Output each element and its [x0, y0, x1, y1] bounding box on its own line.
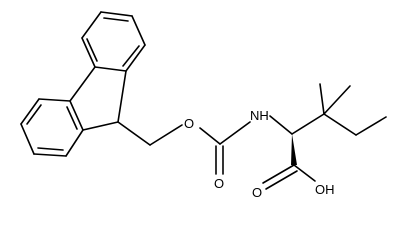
side-chain	[291, 83, 387, 136]
structure-svg: O O NH OH O	[20, 11, 387, 200]
nitrogen-label: NH	[250, 108, 269, 123]
carbamate-chain	[117, 115, 293, 175]
carboxylic-acid	[262, 164, 316, 190]
fluorene-lower-ring	[20, 98, 84, 157]
acid-hydroxyl-label: OH	[315, 182, 335, 197]
fluorene-upper-ring	[81, 11, 146, 72]
stereo-wedge-bond	[291, 134, 297, 165]
ester-oxygen-label: O	[184, 116, 194, 131]
carbonyl-oxygen-label: O	[214, 176, 224, 191]
molecule-diagram: O O NH OH O	[20, 11, 387, 200]
fluorene-five-ring	[69, 66, 127, 131]
acid-carbonyl-oxygen-label: O	[252, 185, 262, 200]
